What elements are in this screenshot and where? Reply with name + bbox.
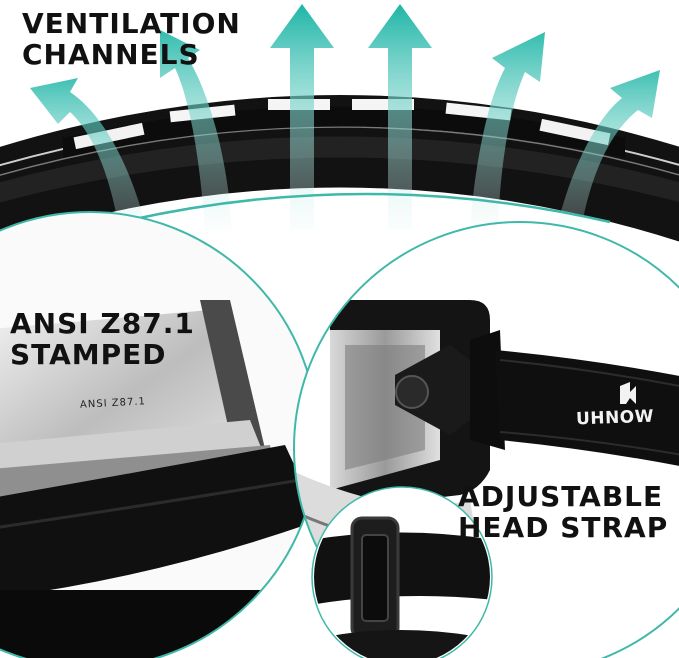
strap-adjuster-closeup xyxy=(311,486,493,658)
strap-adjuster-border xyxy=(311,486,493,658)
strap-label: ADJUSTABLE HEAD STRAP xyxy=(458,481,668,544)
strap-closeup-border xyxy=(293,221,679,658)
strap-label-line2: HEAD STRAP xyxy=(458,511,669,545)
strap-label-line1: ADJUSTABLE xyxy=(458,480,664,513)
accent-curve-top xyxy=(69,192,611,237)
ventilation-label: VENTILATION CHANNELS xyxy=(22,8,241,71)
ventilation-label-line2: CHANNELS xyxy=(22,38,200,72)
ansi-label: ANSI Z87.1 STAMPED xyxy=(10,308,195,371)
brand-logo-text: UHNOW xyxy=(575,406,655,430)
lens-closeup xyxy=(0,211,319,658)
ventilation-label-line1: VENTILATION xyxy=(22,7,241,40)
ansi-label-line2: STAMPED xyxy=(10,338,167,372)
airflow-arrows xyxy=(30,4,660,235)
ansi-label-line1: ANSI Z87.1 xyxy=(10,307,195,340)
